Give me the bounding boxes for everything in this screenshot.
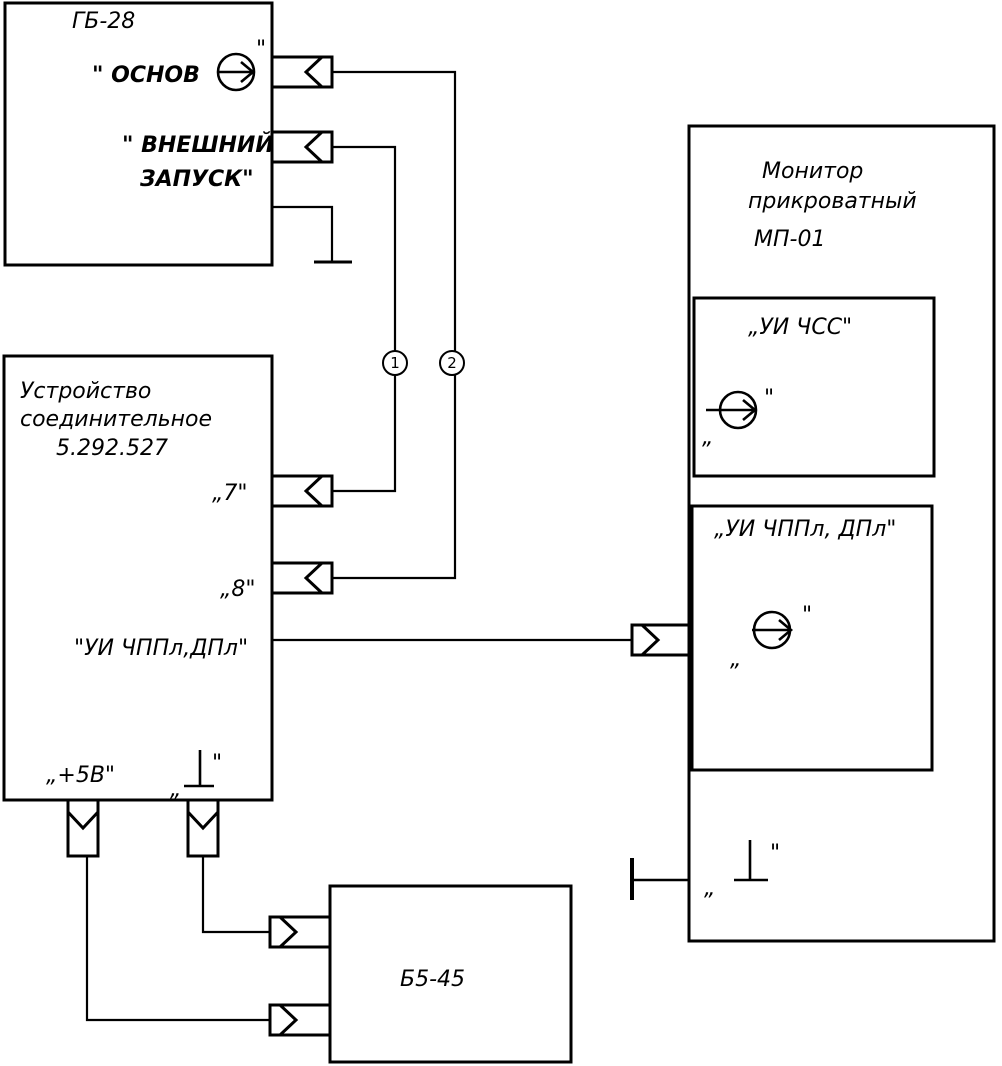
generator-ext-connector[interactable] xyxy=(270,130,334,164)
cable-2-number: 2 xyxy=(447,354,457,372)
monitor-block: Монитор прикроватный МП-01 „УИ ЧСС" " „ … xyxy=(630,124,996,943)
cable-2-marker: 2 xyxy=(439,350,465,376)
generator-ext-label-2: ЗАПУСК" xyxy=(139,167,254,192)
monitor-ground-open: „ xyxy=(704,876,715,901)
cable-1-wire xyxy=(332,145,397,493)
port-7-connector[interactable] xyxy=(270,474,334,508)
generator-title: ГБ-28 xyxy=(72,9,135,34)
monitor-ppl-label: „УИ ЧППл, ДПл" xyxy=(714,517,896,542)
port-plus5-label: „+5В" xyxy=(46,763,115,788)
port-8-label: „8" xyxy=(220,577,256,602)
port-ground-open: „ xyxy=(170,777,181,802)
monitor-title-3: МП-01 xyxy=(754,227,825,252)
monitor-title-2: прикроватный xyxy=(748,189,917,214)
power-supply-title: Б5-45 xyxy=(400,967,465,992)
port-plus5-connector[interactable] xyxy=(66,798,100,858)
monitor-hr-open: „ xyxy=(702,425,713,450)
power-supply-block: Б5-45 xyxy=(268,884,573,1064)
power-supply-frame xyxy=(328,884,573,1064)
monitor-ground-wire xyxy=(630,858,689,900)
monitor-ppl-quote: " xyxy=(802,603,812,628)
generator-output-arrow-icon xyxy=(216,52,256,92)
monitor-hr-quote: " xyxy=(764,386,774,411)
monitor-ppl-frame xyxy=(690,504,934,772)
cable-1-number: 1 xyxy=(390,354,400,372)
port-ground-close: " xyxy=(212,751,222,776)
connector-device-title-1: Устройство xyxy=(20,379,151,404)
port-ground-connector[interactable] xyxy=(186,798,220,858)
monitor-frame xyxy=(687,124,996,943)
monitor-title-1: Монитор xyxy=(762,159,863,184)
cable-2-wire xyxy=(332,70,457,580)
monitor-ppl-input-connector[interactable] xyxy=(630,623,691,657)
port-ui-label: "УИ ЧППл,ДПл" xyxy=(74,636,248,661)
monitor-ppl-block: „УИ ЧППл, ДПл" " „ xyxy=(690,504,934,772)
port-7-label: „7" xyxy=(212,481,248,506)
monitor-hr-frame xyxy=(692,296,936,478)
generator-ground-icon xyxy=(272,205,352,264)
generator-ext-label-1: " ВНЕШНИЙ xyxy=(122,132,274,158)
monitor-hr-label: „УИ ЧСС" xyxy=(748,315,852,340)
monitor-hr-block: „УИ ЧСС" " „ xyxy=(692,296,936,478)
ground-power-wire xyxy=(201,856,270,934)
generator-out-quote: " xyxy=(256,37,266,62)
power-supply-connector-2[interactable] xyxy=(268,1003,332,1037)
monitor-ground-close: " xyxy=(770,841,780,866)
port-ground-icon xyxy=(184,750,214,788)
monitor-ground-icon xyxy=(734,840,768,882)
monitor-hr-arrow-icon xyxy=(706,390,758,430)
generator-block: ГБ-28 " ОСНОВ " " ВНЕШНИЙ ЗАПУСК" xyxy=(3,1,352,267)
generator-out-label: " ОСНОВ xyxy=(92,63,200,88)
cable-1-marker: 1 xyxy=(382,350,408,376)
connector-device-title-3: 5.292.527 xyxy=(56,436,168,461)
connector-device-block: Устройство соединительное 5.292.527 „7" … xyxy=(2,354,334,858)
monitor-ppl-arrow-icon xyxy=(752,610,794,650)
plus5-power-wire xyxy=(85,856,270,1022)
power-supply-connector-1[interactable] xyxy=(268,915,332,949)
generator-out-connector[interactable] xyxy=(270,55,334,89)
monitor-ppl-open: „ xyxy=(730,647,741,672)
cables: 1 2 xyxy=(332,70,465,580)
connector-device-title-2: соединительное xyxy=(20,407,212,432)
port-8-connector[interactable] xyxy=(270,561,334,595)
